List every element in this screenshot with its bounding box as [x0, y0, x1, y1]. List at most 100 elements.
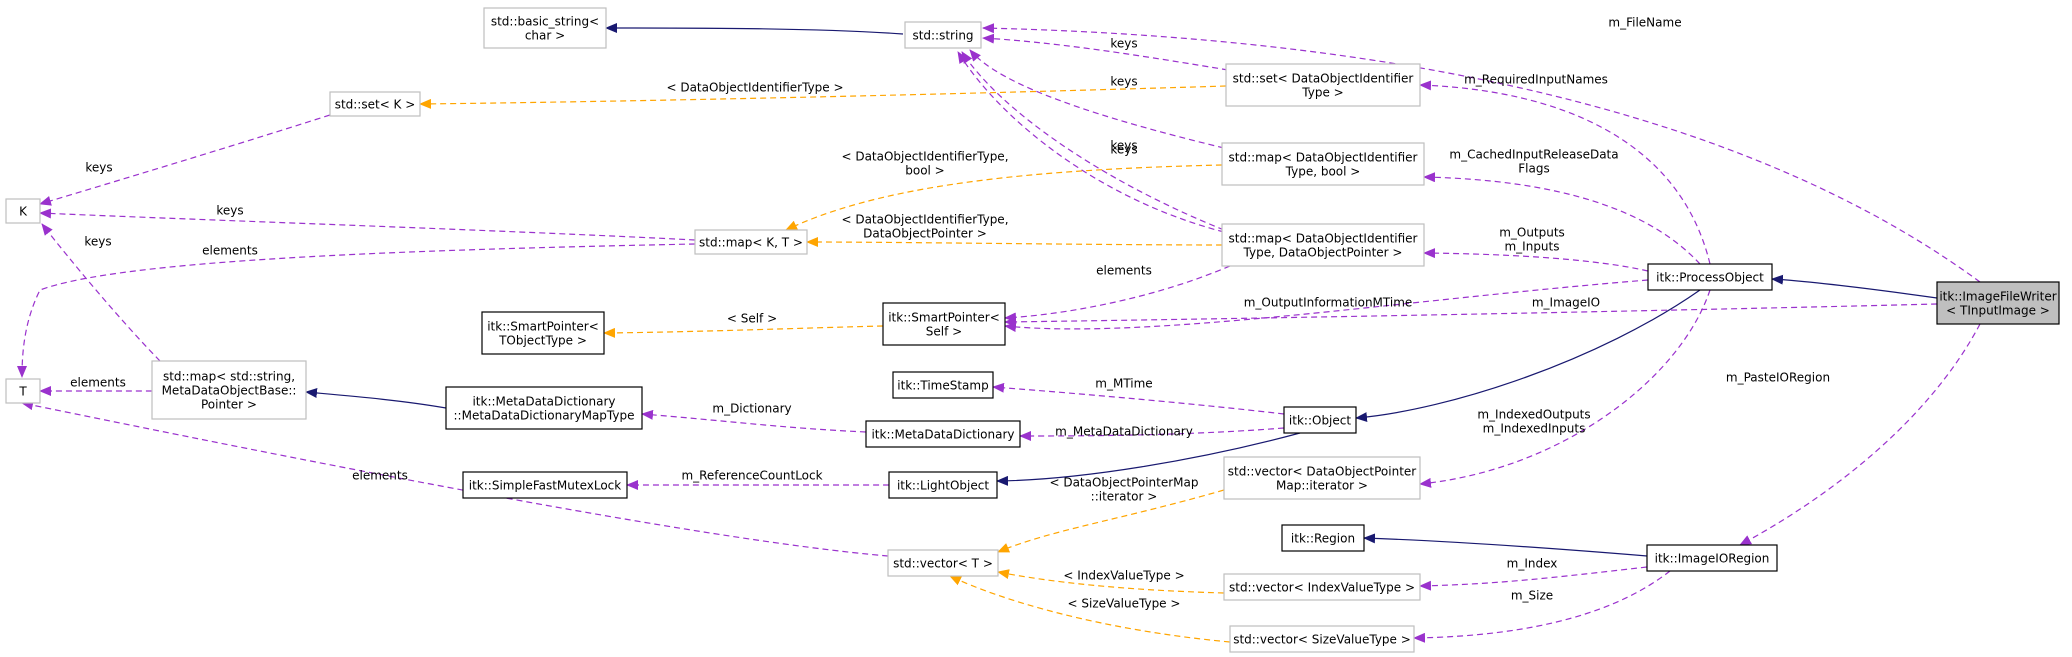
node-box[interactable]	[1229, 625, 1415, 653]
node-string[interactable]: std::string	[904, 21, 982, 49]
node-label: ::MetaDataDictionaryMapType	[454, 409, 635, 423]
node-label: std::set< DataObjectIdentifier	[1233, 72, 1414, 86]
edge-e7: < DataObjectIdentifierType >	[419, 81, 1227, 109]
node-label: T	[18, 385, 27, 399]
node-label: std::vector< T >	[893, 557, 993, 571]
node-box[interactable]	[904, 21, 982, 49]
node-box[interactable]	[5, 378, 41, 404]
edge-e24: m_Dictionary	[641, 402, 867, 433]
node-map-dop[interactable]: std::map< DataObjectIdentifierType, Data…	[1221, 223, 1425, 267]
edge-line-inh	[996, 432, 1301, 486]
edge-label: m_Inputs	[1504, 240, 1559, 254]
node-box[interactable]	[1647, 263, 1773, 291]
node-box[interactable]	[694, 229, 808, 255]
node-label: char >	[525, 29, 565, 43]
node-label: Type, bool >	[1285, 165, 1361, 179]
node-sp-tobj[interactable]: itk::SmartPointer<TObjectType >	[481, 311, 605, 355]
edge-label: elements	[70, 376, 126, 390]
node-box[interactable]	[481, 311, 605, 355]
edge-line-use	[969, 49, 1225, 149]
node-box[interactable]	[892, 371, 994, 399]
node-label: itk::MetaDataDictionary	[871, 428, 1014, 442]
edge-line-inh	[305, 388, 447, 409]
node-set-doit[interactable]: std::set< DataObjectIdentifierType >	[1225, 63, 1421, 107]
edge-label: ::iterator >	[1091, 490, 1158, 504]
node-box[interactable]	[1646, 544, 1778, 572]
node-sp-self[interactable]: itk::SmartPointer<Self >	[882, 302, 1006, 346]
node-k[interactable]: K	[5, 198, 41, 224]
node-box[interactable]	[865, 420, 1021, 448]
edge-label: keys	[1110, 143, 1137, 157]
node-object[interactable]: itk::Object	[1283, 406, 1357, 434]
node-box[interactable]	[151, 360, 307, 420]
node-vec-size[interactable]: std::vector< SizeValueType >	[1229, 625, 1415, 653]
edge-label: m_Dictionary	[712, 402, 791, 416]
edge-label: m_FileName	[1608, 16, 1681, 30]
node-vec-dopm[interactable]: std::vector< DataObjectPointerMap::itera…	[1223, 456, 1421, 500]
node-box[interactable]	[329, 91, 421, 117]
edge-e3: keys	[969, 49, 1225, 149]
node-mdd[interactable]: itk::MetaDataDictionary	[865, 420, 1021, 448]
node-box[interactable]	[1281, 524, 1365, 552]
edge-line-use	[1419, 80, 1711, 265]
edge-e14: m_RequiredInputNames	[1419, 73, 1711, 265]
node-basic-string[interactable]: std::basic_string<char >	[483, 7, 607, 49]
node-set-k[interactable]: std::set< K >	[329, 91, 421, 117]
node-box[interactable]	[882, 302, 1006, 346]
node-mdd-maptype[interactable]: itk::MetaDataDictionary::MetaDataDiction…	[445, 386, 643, 430]
node-map-kt[interactable]: std::map< K, T >	[694, 229, 808, 255]
edge-e12: < DataObjectIdentifierType,bool >	[785, 150, 1223, 231]
edge-label: < Self >	[727, 312, 777, 326]
edge-label: keys	[1110, 75, 1137, 89]
node-vec-t[interactable]: std::vector< T >	[887, 549, 999, 577]
node-map-bool[interactable]: std::map< DataObjectIdentifierType, bool…	[1221, 142, 1425, 186]
edge-label: keys	[84, 235, 111, 249]
edge-label: m_RequiredInputNames	[1464, 73, 1608, 87]
edge-line-use	[1004, 265, 1231, 323]
edge-line-tpl	[419, 85, 1227, 109]
node-box[interactable]	[1225, 63, 1421, 107]
node-box[interactable]	[888, 471, 998, 499]
node-label: K	[19, 205, 28, 219]
edge-line-use	[992, 382, 1285, 415]
edge-line-use	[39, 208, 696, 241]
node-processobject[interactable]: itk::ProcessObject	[1647, 263, 1773, 291]
edge-e6: m_FileName	[982, 16, 1981, 283]
edge-e27	[1355, 289, 1701, 423]
node-box[interactable]	[1936, 281, 2060, 325]
node-t[interactable]: T	[5, 378, 41, 404]
node-map-meta[interactable]: std::map< std::string,MetaDataObjectBase…	[151, 360, 307, 420]
node-lightobject[interactable]: itk::LightObject	[888, 471, 998, 499]
edge-label: keys	[1110, 139, 1137, 153]
node-box[interactable]	[1223, 456, 1421, 500]
edge-line-use	[1739, 323, 1981, 546]
edge-label: Flags	[1518, 162, 1549, 176]
edge-line-tpl	[997, 489, 1225, 553]
node-label: std::vector< DataObjectPointer	[1228, 465, 1417, 479]
node-timestamp[interactable]: itk::TimeStamp	[892, 371, 994, 399]
edge-label: < DataObjectIdentifierType,	[841, 213, 1008, 227]
node-box[interactable]	[1221, 142, 1425, 186]
edge-label: m_ReferenceCountLock	[681, 469, 822, 483]
node-mutex[interactable]: itk::SimpleFastMutexLock	[462, 471, 628, 499]
node-imageioregion[interactable]: itk::ImageIORegion	[1646, 544, 1778, 572]
node-box[interactable]	[462, 471, 628, 499]
node-box[interactable]	[483, 7, 607, 49]
node-label: itk::SmartPointer<	[487, 320, 599, 334]
node-box[interactable]	[445, 386, 643, 430]
node-box[interactable]	[1283, 406, 1357, 434]
node-region[interactable]: itk::Region	[1281, 524, 1365, 552]
node-vec-index[interactable]: std::vector< IndexValueType >	[1223, 573, 1421, 601]
node-box[interactable]	[887, 549, 999, 577]
edge-label: m_Outputs	[1499, 226, 1565, 240]
node-box[interactable]	[1221, 223, 1425, 267]
edge-label: < IndexValueType >	[1063, 569, 1184, 583]
edge-e8: keys	[39, 204, 696, 241]
node-imagefilewriter[interactable]: itk::ImageFileWriter< TInputImage >	[1936, 281, 2060, 325]
node-label: itk::Object	[1289, 414, 1351, 428]
node-box[interactable]	[1223, 573, 1421, 601]
edge-label: m_MTime	[1095, 377, 1152, 391]
node-box[interactable]	[5, 198, 41, 224]
